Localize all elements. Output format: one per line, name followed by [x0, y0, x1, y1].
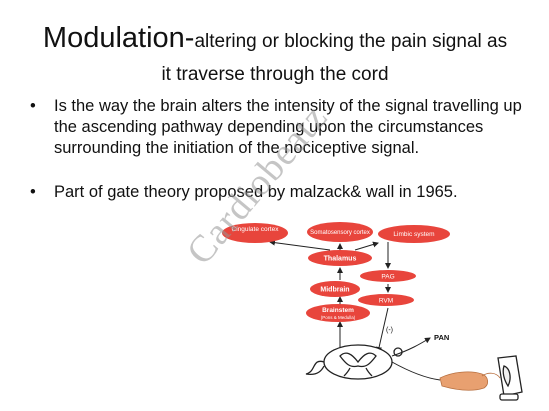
bullet-item: • Part of gate theory proposed by malzac… [30, 182, 530, 203]
node-midbrain: Midbrain [310, 281, 360, 297]
node-somato: Somatosensory cortex [307, 222, 373, 242]
title-main: Modulation- [42, 22, 195, 54]
node-brainstem-sublabel: (Pons & Medulla) [321, 315, 356, 320]
node-limbic: Limbic system [378, 225, 450, 243]
node-pag: PAG [360, 270, 416, 282]
title-rest-line2: it traverse through the cord [161, 64, 389, 85]
node-cingulate: Cingulate cortex [222, 223, 288, 243]
nerve-fiber [391, 337, 441, 381]
node-thalamus-label: Thalamus [324, 256, 357, 263]
node-rvm: RVM [358, 294, 414, 306]
diagram-arrows [269, 239, 391, 353]
node-rvm-label: RVM [379, 298, 393, 305]
node-brainstem-label: Brainstem [322, 307, 354, 314]
pan-label: PAN [434, 333, 449, 342]
node-midbrain-label: Midbrain [320, 287, 349, 294]
node-brainstem: Brainstem (Pons & Medulla) [306, 304, 370, 322]
bullet-text: Part of gate theory proposed by malzack&… [54, 183, 458, 201]
node-somato-label: Somatosensory cortex [310, 230, 370, 236]
arrow-rvm-to-cord [376, 307, 389, 353]
spinal-cord-icon [305, 344, 403, 380]
arrow-to-limbic [354, 241, 379, 251]
bullet-list: • Is the way the brain alters the intens… [30, 96, 530, 226]
slide-title: Modulation-altering or blocking the pain… [20, 22, 530, 92]
bullet-marker: • [30, 97, 36, 115]
bullet-text: Is the way the brain alters the intensit… [54, 97, 522, 157]
node-limbic-label: Limbic system [393, 231, 434, 238]
node-thalamus: Thalamus [308, 250, 372, 266]
inhibition-label: (-) [386, 327, 393, 334]
bullet-marker: • [30, 183, 36, 201]
sprayer-icon [497, 355, 523, 401]
arrow-to-cingulate [269, 239, 331, 251]
node-cingulate-label: Cingulate cortex [232, 226, 280, 233]
node-pag-label: PAG [381, 274, 394, 281]
pointing-hand-icon [439, 371, 501, 391]
title-rest-line1: altering or blocking the pain signal as [194, 31, 508, 52]
bullet-item: • Is the way the brain alters the intens… [30, 96, 530, 159]
